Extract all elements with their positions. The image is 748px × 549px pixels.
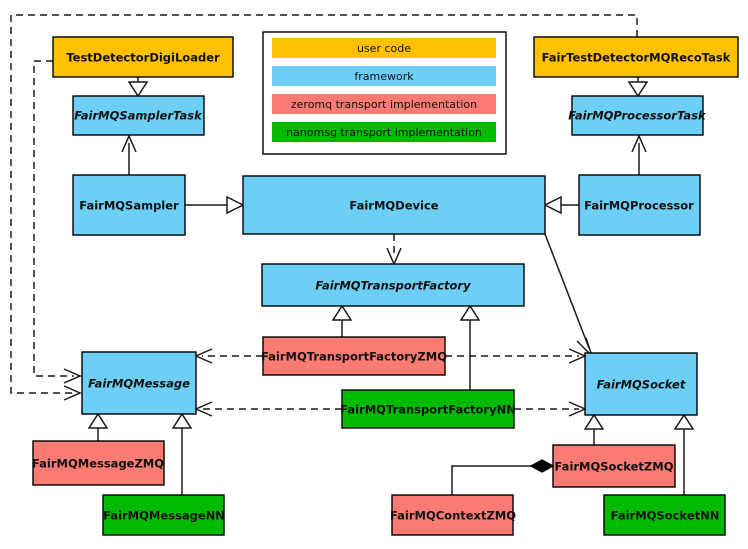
edge-socketzmq-composes-contextzmq (451, 459, 555, 495)
class-label-fairmqmessage: FairMQMessage (88, 377, 190, 391)
legend-swatch-zeromq (272, 94, 496, 114)
legend-swatch-nanomsg (272, 122, 496, 142)
class-label-testdetectordigiloader: TestDetectorDigiLoader (66, 51, 220, 65)
class-label-fairtestdetectormqrecotask: FairTestDetectorMQRecoTask (542, 51, 731, 65)
class-node-fairmqsocketzmq[interactable]: FairMQSocketZMQ (552, 444, 676, 488)
legend-swatch-user-code (272, 38, 496, 58)
edge-factoryzmq-to-socket (445, 348, 587, 364)
edge-factoryzmq-to-message (194, 348, 263, 364)
edge-digiloader-to-message (33, 60, 82, 384)
class-node-fairmqdevice[interactable]: FairMQDevice (242, 175, 546, 235)
edge-processor-uses-processortask (631, 134, 647, 175)
legend-swatch-framework (272, 66, 496, 86)
legend-label-framework: framework (354, 70, 414, 83)
edge-factorynn-to-message (194, 401, 342, 417)
class-label-fairmqtransportfactorynn: FairMQTransportFactoryNN (340, 403, 516, 417)
edge-socketzmq-generalization (583, 413, 605, 445)
edge-recotask-generalization (627, 77, 649, 98)
class-node-fairmqtransportfactorynn[interactable]: FairMQTransportFactoryNN (340, 389, 516, 429)
legend-item-zeromq: zeromq transport implementation (272, 94, 496, 114)
class-label-fairmqprocessor: FairMQProcessor (584, 199, 694, 213)
edge-recotask-to-message (10, 14, 638, 401)
class-node-fairmqmessage[interactable]: FairMQMessage (81, 351, 197, 415)
edge-device-to-socket (544, 233, 593, 357)
class-node-fairmqprocessortask[interactable]: FairMQProcessorTask (568, 95, 707, 136)
edge-processor-generalization (543, 195, 579, 215)
class-label-fairmqprocessortask: FairMQProcessorTask (568, 109, 707, 123)
class-label-fairmqmessagezmq: FairMQMessageZMQ (32, 457, 164, 471)
edge-factoryzmq-generalization (331, 304, 353, 337)
class-node-fairmqmessagenn[interactable]: FairMQMessageNN (102, 494, 225, 536)
edge-digiloader-generalization (127, 77, 149, 98)
edge-sampler-generalization (185, 195, 245, 215)
legend-item-user-code: user code (272, 38, 496, 58)
legend-label-zeromq: zeromq transport implementation (291, 98, 477, 111)
class-label-fairmqsocketnn: FairMQSocketNN (611, 509, 720, 523)
legend-item-nanomsg: nanomsg transport implementation (272, 122, 496, 142)
class-label-fairmqsamplertask: FairMQSamplerTask (74, 109, 203, 123)
edge-socketnn-generalization (673, 413, 695, 495)
edge-factorynn-to-socket (514, 401, 587, 417)
class-label-fairmqtransportfactory: FairMQTransportFactory (315, 279, 471, 293)
edge-device-to-transportfactory (386, 234, 402, 266)
node-layer: TestDetectorDigiLoader FairMQSamplerTask… (32, 36, 739, 536)
class-label-fairmqdevice: FairMQDevice (349, 199, 438, 213)
edge-messagezmq-generalization (87, 412, 109, 441)
class-node-fairmqmessagezmq[interactable]: FairMQMessageZMQ (32, 440, 165, 486)
class-node-fairmqsampler[interactable]: FairMQSampler (72, 174, 186, 236)
edge-messagenn-generalization (171, 412, 193, 495)
legend: user code framework zeromq transport imp… (262, 31, 507, 155)
legend-label-nanomsg: nanomsg transport implementation (286, 126, 482, 139)
class-label-fairmqsocket: FairMQSocket (597, 378, 686, 392)
class-label-fairmqmessagenn: FairMQMessageNN (103, 509, 225, 523)
edge-sampler-uses-samplertask (121, 134, 137, 175)
edge-layer (10, 14, 695, 495)
class-node-fairtestdetectormqrecotask[interactable]: FairTestDetectorMQRecoTask (533, 36, 739, 78)
class-node-fairmqsocketnn[interactable]: FairMQSocketNN (603, 494, 726, 536)
class-label-fairmqcontextzmq: FairMQContextZMQ (390, 509, 516, 523)
legend-label-user-code: user code (357, 42, 411, 55)
class-node-testdetectordigiloader[interactable]: TestDetectorDigiLoader (52, 36, 234, 78)
class-node-fairmqcontextzmq[interactable]: FairMQContextZMQ (390, 494, 516, 536)
class-node-fairmqprocessor[interactable]: FairMQProcessor (578, 174, 701, 236)
class-node-fairmqsamplertask[interactable]: FairMQSamplerTask (72, 95, 205, 136)
class-label-fairmqsampler: FairMQSampler (79, 199, 179, 213)
class-node-fairmqtransportfactory[interactable]: FairMQTransportFactory (261, 263, 525, 307)
class-label-fairmqtransportfactoryzmq: FairMQTransportFactoryZMQ (261, 350, 447, 364)
class-node-fairmqtransportfactoryzmq[interactable]: FairMQTransportFactoryZMQ (261, 336, 447, 376)
class-node-fairmqsocket[interactable]: FairMQSocket (584, 352, 698, 416)
edge-factorynn-generalization (459, 304, 481, 390)
legend-item-framework: framework (272, 66, 496, 86)
class-label-fairmqsocketzmq: FairMQSocketZMQ (555, 460, 674, 474)
